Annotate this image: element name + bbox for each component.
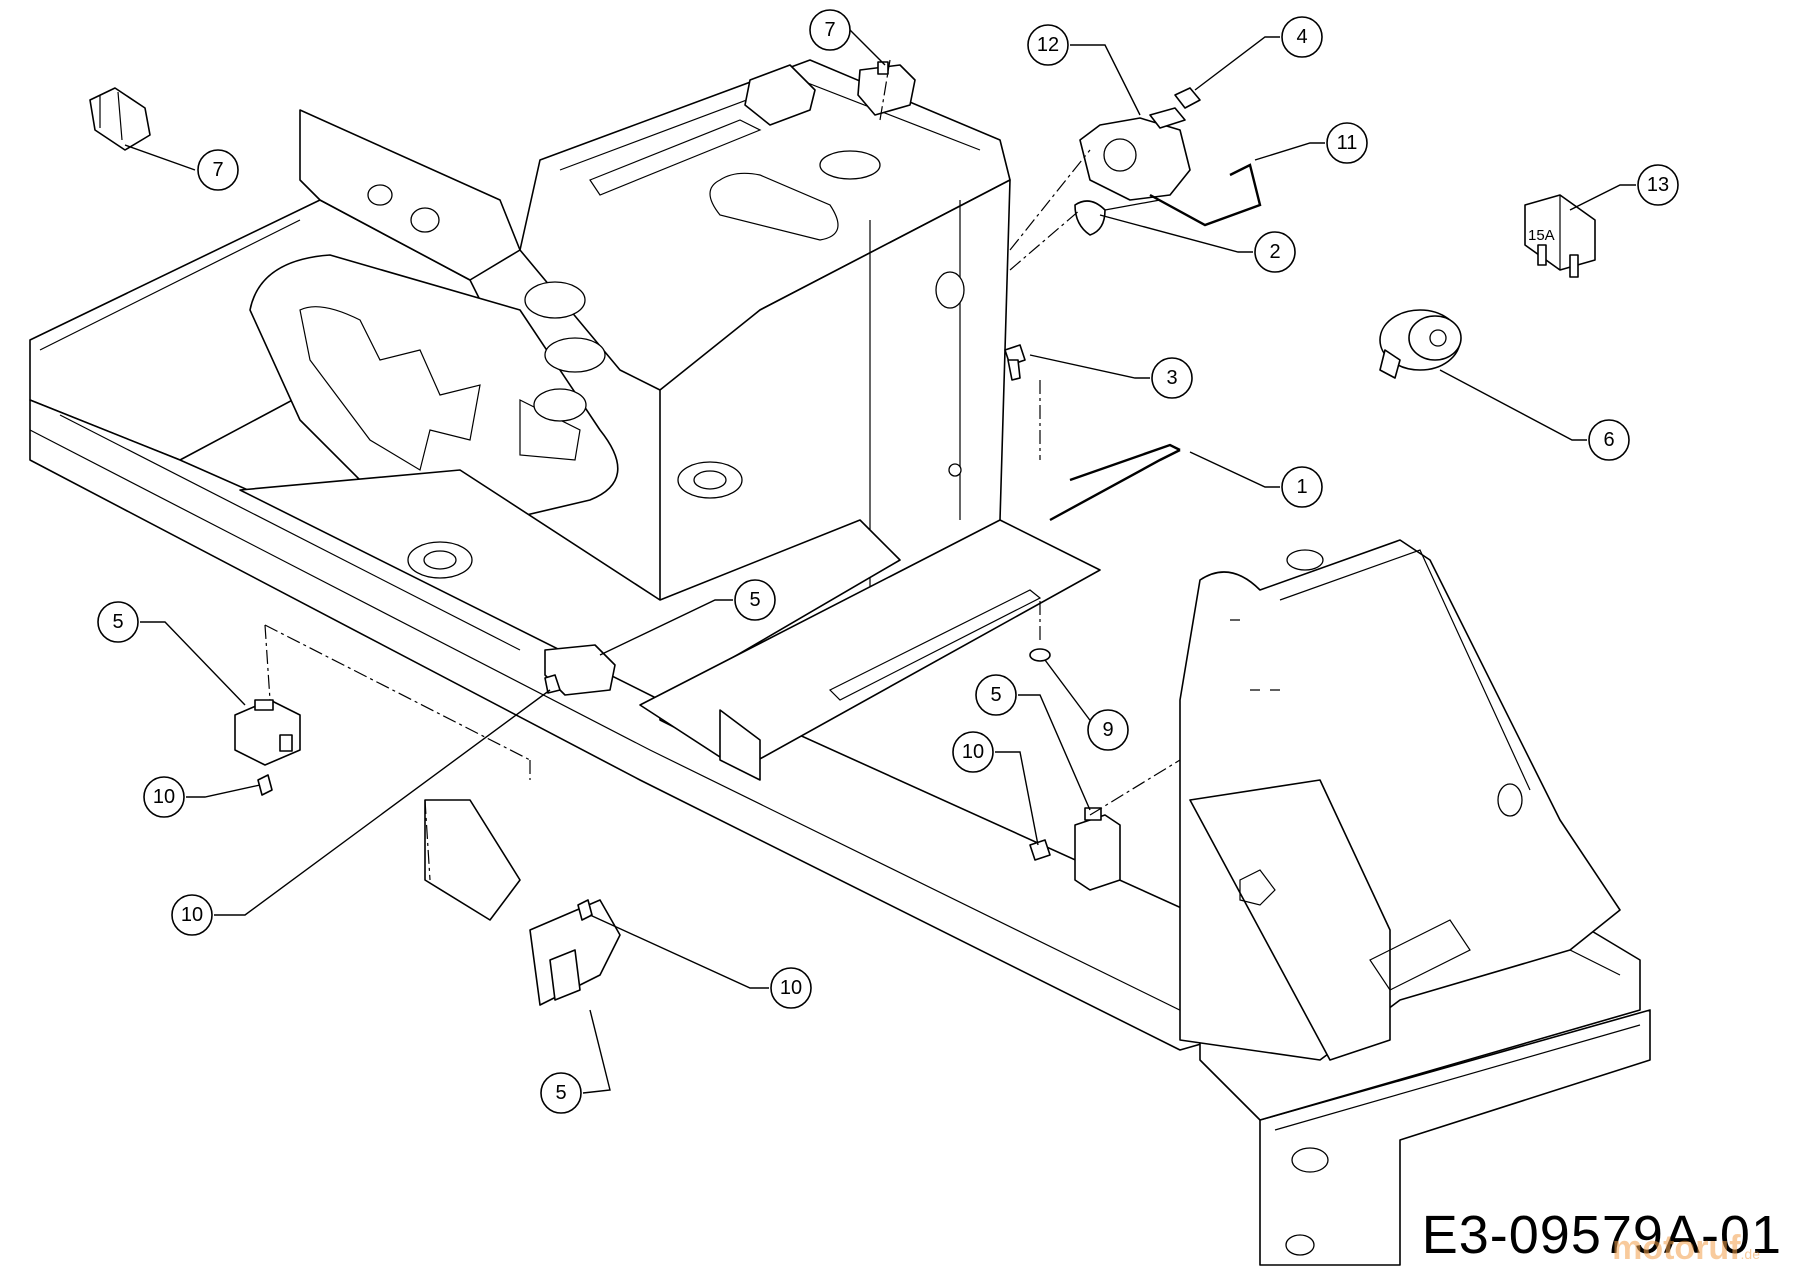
- callout-label: 12: [1037, 34, 1059, 56]
- callout-5-bottom: 5: [540, 1009, 611, 1114]
- watermark-brand: motoruf: [1612, 1229, 1741, 1267]
- callout-6: 6: [1439, 369, 1630, 461]
- assembly-lines: [264, 59, 1181, 881]
- part-7-switch-left: [89, 87, 151, 151]
- part-9-washer: [1029, 648, 1051, 662]
- part-11-cable: [1149, 163, 1262, 227]
- shift-plate: [249, 254, 619, 541]
- part-6-socket: [1379, 309, 1462, 379]
- watermark-logo: motoruf.de: [1612, 1229, 1760, 1268]
- callout-11: 11: [1254, 122, 1368, 164]
- callout-label: 11: [1337, 132, 1358, 154]
- callout-label: 10: [181, 904, 203, 926]
- front-axle-bracket: [1179, 539, 1621, 1061]
- callout-7-top: 7: [809, 9, 886, 66]
- frame-right-rail: [1199, 929, 1651, 1266]
- part-1-rod: [1049, 443, 1181, 522]
- floor-plate: [239, 337, 901, 701]
- part-3-pin: [1004, 344, 1026, 381]
- callout-label: 10: [780, 977, 802, 999]
- callout-10-mid: 10: [171, 689, 551, 936]
- part-4-nut: [1174, 87, 1201, 109]
- drawing-code: E3-09579A-01: [1421, 1205, 1782, 1265]
- callout-2: 2: [1099, 214, 1296, 273]
- callout-label: 10: [153, 786, 175, 808]
- callout-13: 13: [1569, 164, 1679, 211]
- callout-10-right: 10: [952, 731, 1039, 846]
- callout-12: 12: [1027, 24, 1141, 116]
- callout-10-left: 10: [143, 776, 261, 818]
- callout-label: 10: [962, 741, 984, 763]
- callout-3: 3: [1029, 354, 1193, 399]
- callout-label: 5: [555, 1082, 566, 1104]
- callout-7-left: 7: [124, 144, 239, 191]
- part-5-connector-mid: [544, 644, 616, 696]
- cross-bracket: [639, 519, 1101, 781]
- callout-9: 9: [1044, 659, 1129, 751]
- callout-label: 4: [1296, 26, 1307, 48]
- callout-label: 7: [212, 159, 223, 181]
- callout-label: 5: [990, 684, 1001, 706]
- part-5-switch-right: [1074, 807, 1121, 891]
- part-5-bracket-bottom: [424, 799, 621, 1006]
- part-13-fuse: 15A: [1524, 194, 1596, 278]
- callout-4: 4: [1194, 16, 1323, 91]
- callout-1: 1: [1189, 451, 1323, 508]
- callout-5-right: 5: [975, 674, 1091, 811]
- part-10-screws: [257, 674, 1051, 921]
- callout-label: 9: [1102, 719, 1113, 741]
- callout-10-bottom: 10: [589, 914, 812, 1009]
- part-2-terminal: [1074, 199, 1161, 236]
- callout-label: 5: [112, 611, 123, 633]
- part-5-switch-left: [234, 699, 301, 766]
- part-7-switch-top: [857, 61, 916, 116]
- callout-5-mid: 5: [599, 579, 776, 656]
- callout-label: 13: [1647, 174, 1669, 196]
- callout-label: 7: [824, 19, 835, 41]
- callout-5-left: 5: [97, 601, 246, 706]
- callout-label: 5: [749, 589, 760, 611]
- callout-label: 3: [1166, 367, 1177, 389]
- callout-label: 1: [1296, 476, 1307, 498]
- callout-label: 2: [1269, 241, 1280, 263]
- fuse-rating-label: 15A: [1528, 227, 1555, 244]
- part-12-solenoid: [1079, 107, 1191, 201]
- watermark-suffix: .de: [1740, 1246, 1760, 1262]
- callout-label: 6: [1603, 429, 1614, 451]
